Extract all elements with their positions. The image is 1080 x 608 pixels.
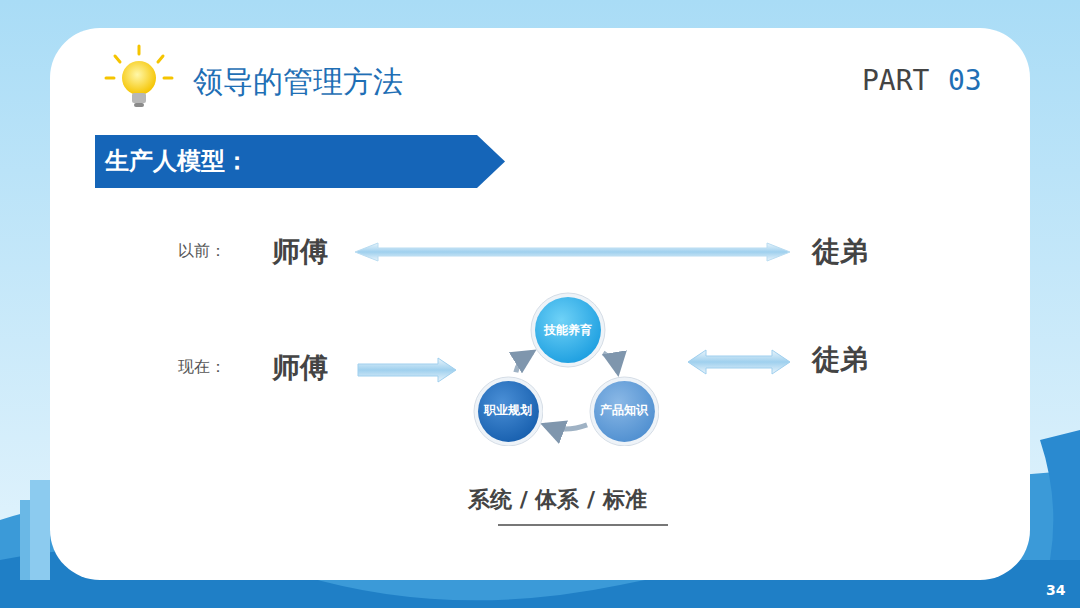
cycle-arrow — [603, 353, 618, 372]
double-arrow — [355, 243, 790, 261]
circle-text: 职业规划 — [484, 402, 532, 419]
row-label: 现在： — [178, 357, 226, 378]
note-text: 系统 / 体系 / 标准 — [468, 484, 698, 516]
process-circle: 技能养育 — [530, 292, 606, 368]
cycle-arrow — [545, 425, 587, 429]
role-label: 师傅 — [272, 349, 328, 387]
circle-text: 产品知识 — [600, 402, 648, 419]
right-arrow — [358, 358, 456, 382]
slide-title: 领导的管理方法 — [193, 62, 403, 103]
role-label: 徒弟 — [812, 233, 868, 271]
part-label: PART — [862, 64, 929, 97]
banner: 生产人模型： — [95, 135, 505, 188]
process-circle: 职业规划 — [473, 376, 544, 447]
row-label: 以前： — [178, 241, 226, 262]
bulb-icon — [106, 46, 172, 107]
double-arrow — [688, 350, 790, 374]
process-circle: 产品知识 — [589, 376, 660, 447]
cycle-arrow — [516, 352, 533, 372]
underline — [498, 524, 668, 526]
role-label: 师傅 — [272, 233, 328, 271]
part-number: 03 — [948, 64, 982, 97]
page-number: 34 — [1046, 582, 1065, 598]
circle-text: 技能养育 — [544, 322, 592, 339]
banner-text: 生产人模型： — [105, 135, 505, 188]
role-label: 徒弟 — [812, 341, 868, 379]
